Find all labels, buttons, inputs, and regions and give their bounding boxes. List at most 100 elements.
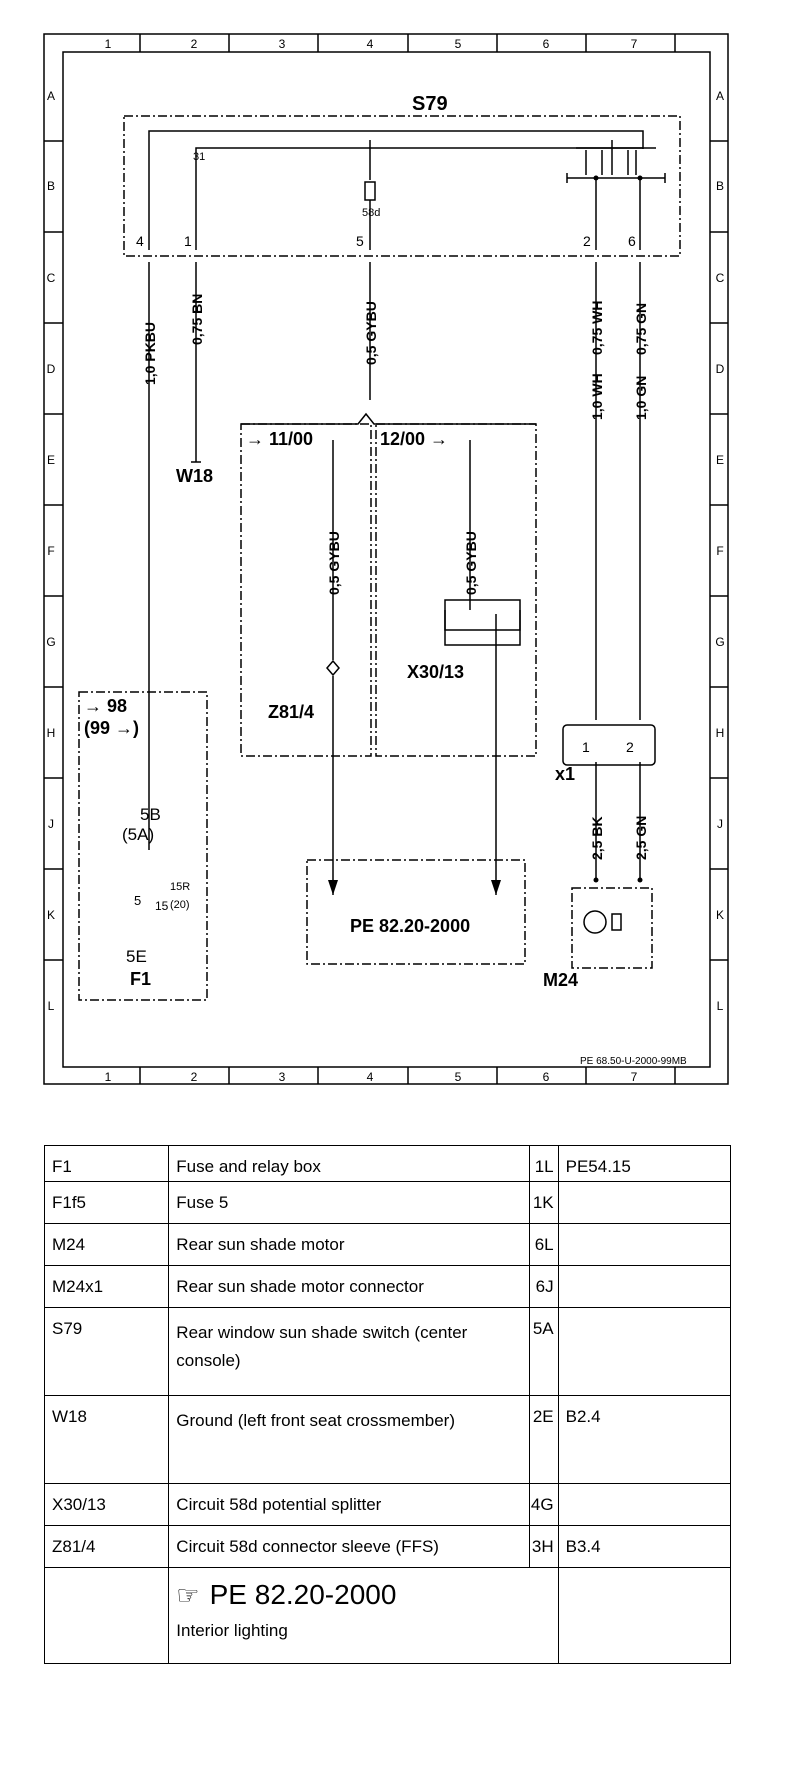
pin-label: 2 bbox=[626, 739, 634, 755]
fuse-label: 15 bbox=[155, 899, 169, 913]
wire-label: 2,5 GN bbox=[633, 816, 649, 860]
legend-code: S79 bbox=[43, 1307, 170, 1396]
pointing-hand-icon: ☞ bbox=[176, 1579, 200, 1610]
junction-dot bbox=[637, 877, 643, 883]
legend-code: X30/13 bbox=[43, 1483, 170, 1526]
wire-label: 1,0 PKBU bbox=[142, 322, 158, 385]
pe-ref-title-text[interactable]: PE 82.20-2000 bbox=[209, 1579, 397, 1610]
wire-label: 0,5 GYBU bbox=[463, 531, 479, 595]
legend-code: F1 bbox=[43, 1145, 170, 1182]
legend-desc: Rear sun shade motor bbox=[168, 1223, 530, 1266]
wiring-diagram: 1 2 3 4 5 6 7 1 2 3 4 5 6 7 A B C D E F … bbox=[43, 33, 729, 1085]
junction-dot bbox=[593, 175, 599, 181]
pe-ref: PE 82.20-2000 bbox=[350, 916, 470, 936]
legend-desc: Ground (left front seat crossmember) bbox=[168, 1395, 530, 1484]
row-label: D bbox=[47, 362, 56, 376]
f1-box bbox=[78, 691, 208, 1001]
col-label: 6 bbox=[543, 1070, 550, 1084]
junction-dot bbox=[637, 175, 643, 181]
grid-labels: 1 2 3 4 5 6 7 1 2 3 4 5 6 7 A B C D E F … bbox=[46, 37, 724, 1084]
legend-ref bbox=[557, 1483, 732, 1526]
pin-label: 6 bbox=[628, 233, 636, 249]
row-label: C bbox=[47, 271, 56, 285]
wire-label: 1,0 GN bbox=[633, 376, 649, 420]
col-label: 2 bbox=[191, 1070, 198, 1084]
legend-grid: 1K bbox=[528, 1181, 559, 1224]
col-label: 4 bbox=[367, 37, 374, 51]
legend-ref bbox=[557, 1265, 732, 1308]
legend-ref bbox=[557, 1307, 732, 1396]
variant-label: → 98 bbox=[84, 696, 127, 716]
legend-row: Z81/4 Circuit 58d connector sleeve (FFS)… bbox=[43, 1525, 732, 1568]
wire-label: 0,5 GYBU bbox=[363, 301, 379, 365]
row-label: K bbox=[47, 908, 55, 922]
wire-label: 0,75 BN bbox=[189, 294, 205, 345]
row-label: E bbox=[47, 453, 55, 467]
pe-ref-box bbox=[306, 859, 526, 965]
junction-dot bbox=[593, 877, 599, 883]
legend-row: F1f5 Fuse 5 1K bbox=[43, 1181, 732, 1224]
legend-grid: 2E bbox=[528, 1395, 559, 1484]
col-label: 7 bbox=[631, 37, 638, 51]
col-label: 3 bbox=[279, 1070, 286, 1084]
component-w18: W18 bbox=[176, 466, 213, 486]
fuse-label: (5A) bbox=[122, 825, 154, 844]
legend-code: W18 bbox=[43, 1395, 170, 1484]
wire-label: 2,5 BK bbox=[589, 816, 605, 860]
legend-ref bbox=[557, 1567, 732, 1664]
col-label: 3 bbox=[279, 37, 286, 51]
row-label: G bbox=[715, 635, 724, 649]
fuse-label: 5B bbox=[140, 805, 161, 824]
fuse-label: (20) bbox=[170, 899, 190, 911]
variant-label: 12/00 → bbox=[380, 429, 448, 449]
wire-label: 1,0 WH bbox=[589, 373, 605, 420]
legend-grid: 1L bbox=[528, 1145, 559, 1182]
s79-switch-box bbox=[123, 115, 681, 257]
legend-ref: B3.4 bbox=[557, 1525, 732, 1568]
legend-code: M24 bbox=[43, 1223, 170, 1266]
col-label: 5 bbox=[455, 1070, 462, 1084]
component-x30-13: X30/13 bbox=[407, 662, 464, 682]
col-label: 6 bbox=[543, 37, 550, 51]
pin-label: 2 bbox=[583, 233, 591, 249]
wire-label: 0,5 GYBU bbox=[326, 531, 342, 595]
legend-grid: 4G bbox=[528, 1483, 559, 1526]
fuse-label: 15R bbox=[170, 881, 190, 893]
legend-desc: Circuit 58d potential splitter bbox=[168, 1483, 530, 1526]
legend-code: F1f5 bbox=[43, 1181, 170, 1224]
row-label: E bbox=[716, 453, 724, 467]
legend-desc: Rear window sun shade switch (center con… bbox=[168, 1307, 530, 1396]
col-label: 1 bbox=[105, 1070, 112, 1084]
row-label: D bbox=[716, 362, 725, 376]
legend-row: W18 Ground (left front seat crossmember)… bbox=[43, 1395, 732, 1484]
row-label: J bbox=[48, 817, 54, 831]
col-label: 5 bbox=[455, 37, 462, 51]
row-label: F bbox=[47, 544, 54, 558]
row-label: C bbox=[716, 271, 725, 285]
legend-row: M24x1 Rear sun shade motor connector 6J bbox=[43, 1265, 732, 1308]
drawing-id: PE 68.50-U-2000-99MB bbox=[580, 1056, 687, 1067]
row-label: A bbox=[716, 89, 724, 103]
pin-label: 1 bbox=[184, 233, 192, 249]
legend-desc: Rear sun shade motor connector bbox=[168, 1265, 530, 1308]
legend-row: X30/13 Circuit 58d potential splitter 4G bbox=[43, 1483, 732, 1526]
component-f1: F1 bbox=[130, 969, 151, 989]
row-label: L bbox=[48, 999, 55, 1013]
component-z81-4: Z81/4 bbox=[268, 702, 314, 722]
legend-ref-row: ☞ PE 82.20-2000 Interior lighting bbox=[43, 1567, 732, 1664]
variant-box-right bbox=[375, 423, 537, 757]
arrow-down-icon bbox=[491, 880, 501, 895]
component-x1: x1 bbox=[555, 764, 575, 784]
grid-ticks bbox=[44, 34, 728, 1084]
wire-label: 0,75 WH bbox=[589, 301, 605, 355]
row-label: F bbox=[716, 544, 723, 558]
component-m24: M24 bbox=[543, 970, 578, 990]
component-s79: S79 bbox=[412, 93, 448, 115]
legend-desc: Fuse and relay box bbox=[168, 1145, 530, 1182]
pe-ref-title: ☞ PE 82.20-2000 bbox=[176, 1579, 555, 1611]
wires bbox=[148, 130, 666, 934]
legend-ref-cell: ☞ PE 82.20-2000 Interior lighting bbox=[168, 1567, 559, 1664]
connector-sleeve-icon bbox=[326, 659, 340, 677]
wire-label: 0,75 GN bbox=[633, 303, 649, 355]
variant-label: (99 →) bbox=[84, 718, 139, 738]
